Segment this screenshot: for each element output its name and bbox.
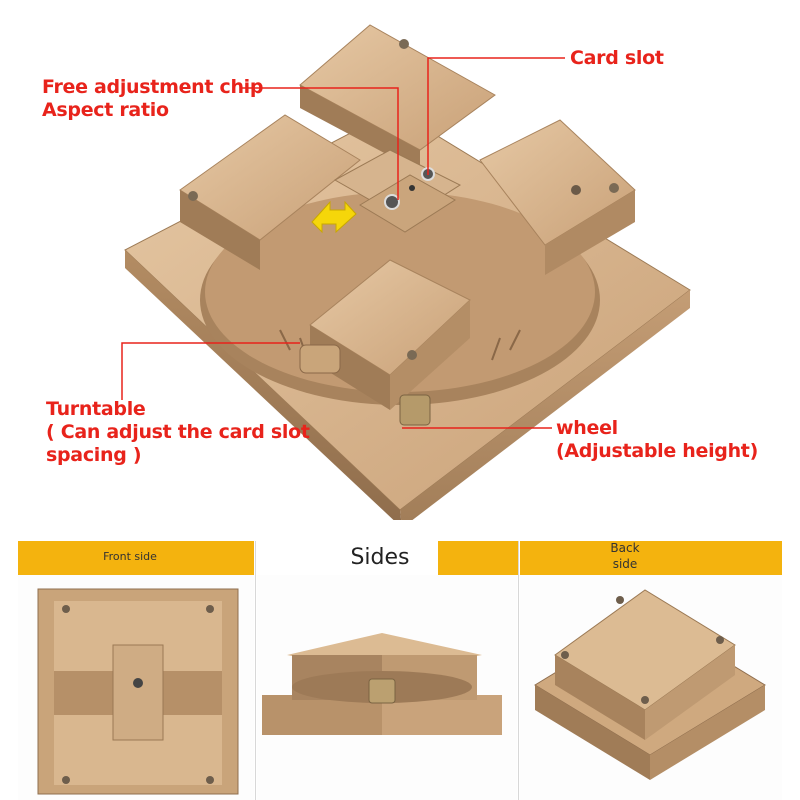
free-adjustment-line2: Aspect ratio (42, 99, 169, 121)
free-adjustment-callout: Free adjustment chip Aspect ratio (42, 76, 263, 122)
side-view-photo (257, 575, 517, 800)
turntable-line2: ( Can adjust the card slot (46, 421, 310, 443)
back-side-label-line1: Back (610, 541, 640, 555)
sides-bar-gap (257, 541, 435, 575)
wheel-callout: wheel (Adjustable height) (556, 417, 758, 463)
callout-lines (121, 57, 565, 429)
back-side-bar (520, 541, 782, 575)
sides-bar-right (438, 541, 518, 575)
sides-label: Sides (350, 545, 410, 570)
free-adjustment-line1: Free adjustment chip (42, 76, 264, 98)
turntable-callout: Turntable ( Can adjust the card slot spa… (46, 398, 310, 467)
front-view-photo (18, 575, 254, 800)
back-view-photo (520, 575, 782, 800)
card-slot-callout: Card slot (570, 47, 664, 69)
view-divider-1 (255, 541, 256, 800)
main-product-photo (121, 24, 691, 520)
fixture-body (179, 24, 636, 426)
turntable-line3: spacing ) (46, 444, 142, 466)
wheel-line1: wheel (556, 417, 618, 439)
front-side-bar (18, 541, 254, 575)
view-divider-2 (518, 541, 519, 800)
adjustment-arrow (311, 200, 357, 234)
back-side-label: Back side (595, 540, 655, 572)
back-side-label-line2: side (612, 557, 638, 571)
front-side-label: Front side (103, 550, 157, 563)
turntable-line1: Turntable (46, 398, 146, 420)
wheel-line2: (Adjustable height) (556, 440, 758, 462)
